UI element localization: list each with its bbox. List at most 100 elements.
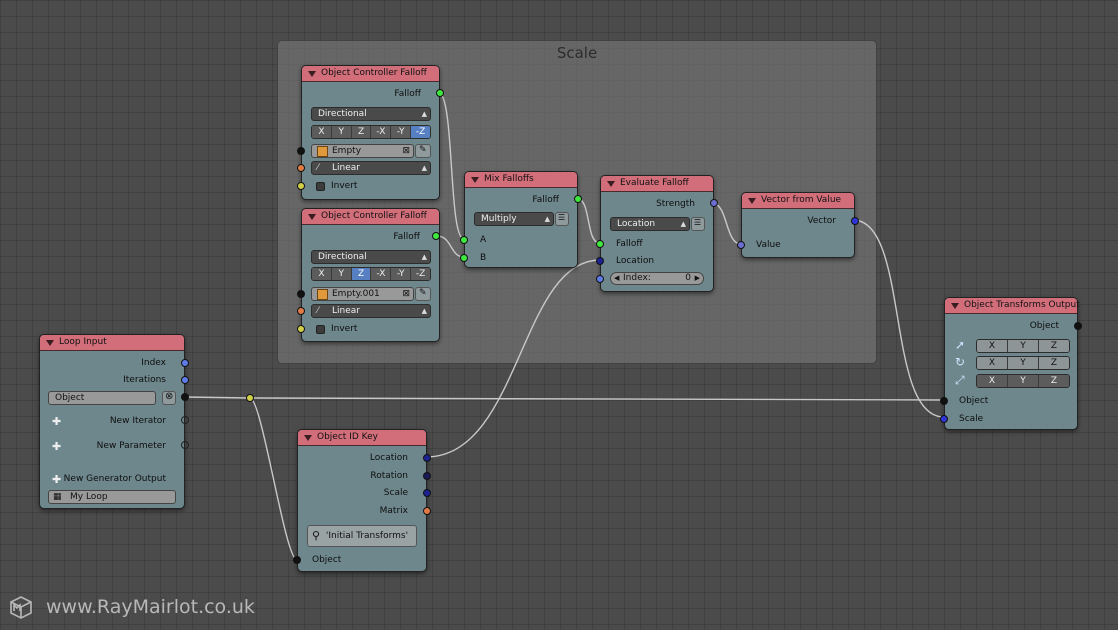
collapse-triangle-icon[interactable] bbox=[308, 214, 316, 220]
axis-button-neg-y[interactable]: -Y bbox=[391, 126, 412, 138]
scale-axis-toggles[interactable]: X Y Z bbox=[976, 374, 1070, 388]
scale-z-toggle[interactable]: Z bbox=[1039, 375, 1069, 387]
evaluate-falloff-node[interactable]: Evaluate Falloff Strength Location▲ ☰ Fa… bbox=[596, 175, 718, 292]
object-controller-falloff-node-2[interactable]: Object Controller Falloff Falloff Direct… bbox=[297, 208, 440, 342]
object-id-key-node[interactable]: Object ID Key Location Rotation Scale Ma… bbox=[293, 429, 431, 572]
axis-button-x[interactable]: X bbox=[312, 268, 332, 280]
new-iterator-socket[interactable] bbox=[181, 416, 189, 424]
iterations-output-socket[interactable] bbox=[181, 376, 189, 384]
location-input-socket[interactable] bbox=[596, 257, 604, 265]
eyedropper-button[interactable]: ✎ bbox=[415, 287, 431, 301]
mix-type-dropdown[interactable]: Multiply▲ bbox=[474, 212, 554, 226]
axis-button-neg-z[interactable]: -Z bbox=[411, 126, 430, 138]
location-z-toggle[interactable]: Z bbox=[1039, 340, 1069, 352]
node-header[interactable]: Vector from Value bbox=[742, 193, 854, 209]
new-generator-output-label[interactable]: New Generator Output bbox=[63, 474, 166, 484]
location-output-socket[interactable] bbox=[423, 454, 431, 462]
vector-from-value-node[interactable]: Vector from Value Vector Value bbox=[737, 192, 859, 258]
rotation-output-socket[interactable] bbox=[423, 472, 431, 480]
axis-button-neg-z[interactable]: -Z bbox=[411, 268, 430, 280]
new-parameter-label[interactable]: New Parameter bbox=[96, 441, 166, 451]
index-input-socket[interactable] bbox=[596, 275, 604, 283]
collapse-triangle-icon[interactable] bbox=[471, 177, 479, 183]
interpolation-dropdown[interactable]: ⁄ Linear ▲ bbox=[311, 161, 431, 175]
object-iterator-field[interactable]: Object bbox=[48, 391, 156, 405]
node-header[interactable]: Evaluate Falloff bbox=[601, 176, 713, 192]
clear-icon[interactable]: ⊠ bbox=[402, 146, 410, 156]
scale-output-socket[interactable] bbox=[423, 489, 431, 497]
matrix-output-socket[interactable] bbox=[423, 507, 431, 515]
axis-button-x[interactable]: X bbox=[312, 126, 332, 138]
new-iterator-label[interactable]: New Iterator bbox=[109, 416, 166, 426]
scale-input-socket[interactable] bbox=[940, 415, 948, 423]
falloff-output-socket[interactable] bbox=[574, 195, 582, 203]
object-output-socket[interactable] bbox=[181, 393, 189, 401]
node-header[interactable]: Mix Falloffs bbox=[465, 172, 577, 188]
loop-input-node[interactable]: Loop Input Index Iterations Object ⊗ ✚ N… bbox=[39, 334, 189, 509]
object-field[interactable]: Empty ⊠ bbox=[311, 144, 414, 158]
falloff-input-socket[interactable] bbox=[596, 240, 604, 248]
rotation-axis-toggles[interactable]: X Y Z bbox=[976, 356, 1070, 370]
axis-button-y[interactable]: Y bbox=[331, 126, 352, 138]
collapse-triangle-icon[interactable] bbox=[46, 340, 54, 346]
collapse-triangle-icon[interactable] bbox=[308, 71, 316, 77]
object-transforms-output-node[interactable]: Object Transforms Output Object ➚ X Y Z … bbox=[940, 297, 1082, 430]
collapse-triangle-icon[interactable] bbox=[607, 181, 615, 187]
b-input-socket[interactable] bbox=[460, 254, 468, 262]
location-x-toggle[interactable]: X bbox=[977, 340, 1008, 352]
collapse-triangle-icon[interactable] bbox=[748, 198, 756, 204]
axis-button-neg-x[interactable]: -X bbox=[371, 268, 392, 280]
node-header[interactable]: Object Transforms Output bbox=[945, 298, 1080, 314]
axis-button-neg-y[interactable]: -Y bbox=[391, 268, 412, 280]
rotation-y-toggle[interactable]: Y bbox=[1008, 357, 1039, 369]
location-axis-toggles[interactable]: X Y Z bbox=[976, 339, 1070, 353]
invert-checkbox[interactable] bbox=[316, 325, 325, 334]
falloff-output-socket[interactable] bbox=[436, 89, 444, 97]
increment-arrow-icon[interactable]: ▶ bbox=[694, 274, 700, 282]
object-input-socket[interactable] bbox=[297, 290, 305, 298]
interpolation-dropdown[interactable]: ⁄ Linear ▲ bbox=[311, 304, 431, 318]
axis-button-z[interactable]: Z bbox=[351, 126, 372, 138]
vector-output-socket[interactable] bbox=[851, 217, 859, 225]
id-key-selector-button[interactable]: ⚲ 'Initial Transforms' bbox=[307, 525, 417, 547]
object-input-socket[interactable] bbox=[293, 556, 301, 564]
interpolation-input-socket[interactable] bbox=[297, 307, 305, 315]
location-y-toggle[interactable]: Y bbox=[1008, 340, 1039, 352]
collapse-triangle-icon[interactable] bbox=[304, 435, 312, 441]
object-controller-falloff-node-1[interactable]: Object Controller Falloff Falloff Direct… bbox=[297, 65, 444, 200]
node-header[interactable]: Loop Input bbox=[40, 335, 184, 351]
loop-name-field[interactable]: ▦ My Loop bbox=[48, 490, 176, 504]
object-output-socket[interactable] bbox=[1074, 322, 1082, 330]
value-input-socket[interactable] bbox=[737, 241, 745, 249]
plus-icon[interactable]: ✚ bbox=[52, 415, 62, 428]
new-parameter-socket[interactable] bbox=[181, 441, 189, 449]
node-header[interactable]: Object Controller Falloff bbox=[302, 209, 439, 225]
a-input-socket[interactable] bbox=[460, 236, 468, 244]
mode-dropdown[interactable]: Directional▲ bbox=[311, 250, 431, 264]
collapse-triangle-icon[interactable] bbox=[951, 303, 959, 309]
scale-y-toggle[interactable]: Y bbox=[1008, 375, 1039, 387]
interpolation-input-socket[interactable] bbox=[297, 164, 305, 172]
object-input-socket[interactable] bbox=[297, 147, 305, 155]
evaluation-mode-dropdown[interactable]: Location▲ bbox=[610, 217, 690, 231]
invert-checkbox[interactable] bbox=[316, 182, 325, 191]
axis-button-y[interactable]: Y bbox=[331, 268, 352, 280]
object-field[interactable]: Empty.001 ⊠ bbox=[311, 287, 414, 301]
plus-icon[interactable]: ✚ bbox=[52, 473, 62, 486]
falloff-output-socket[interactable] bbox=[432, 232, 440, 240]
eyedropper-button[interactable]: ✎ bbox=[415, 144, 431, 158]
remove-iterator-button[interactable]: ⊗ bbox=[162, 391, 176, 405]
invert-input-socket[interactable] bbox=[297, 325, 305, 333]
invert-input-socket[interactable] bbox=[297, 182, 305, 190]
strength-output-socket[interactable] bbox=[710, 199, 718, 207]
decrement-arrow-icon[interactable]: ◀ bbox=[614, 274, 620, 282]
plus-icon[interactable]: ✚ bbox=[52, 440, 62, 453]
list-settings-button[interactable]: ☰ bbox=[691, 217, 705, 231]
axis-button-neg-x[interactable]: -X bbox=[371, 126, 392, 138]
axis-buttons[interactable]: X Y Z -X -Y -Z bbox=[311, 267, 431, 281]
scale-x-toggle[interactable]: X bbox=[977, 375, 1008, 387]
clear-icon[interactable]: ⊠ bbox=[402, 289, 410, 299]
list-settings-button[interactable]: ☰ bbox=[555, 212, 569, 226]
node-header[interactable]: Object ID Key bbox=[298, 430, 426, 446]
rotation-x-toggle[interactable]: X bbox=[977, 357, 1008, 369]
